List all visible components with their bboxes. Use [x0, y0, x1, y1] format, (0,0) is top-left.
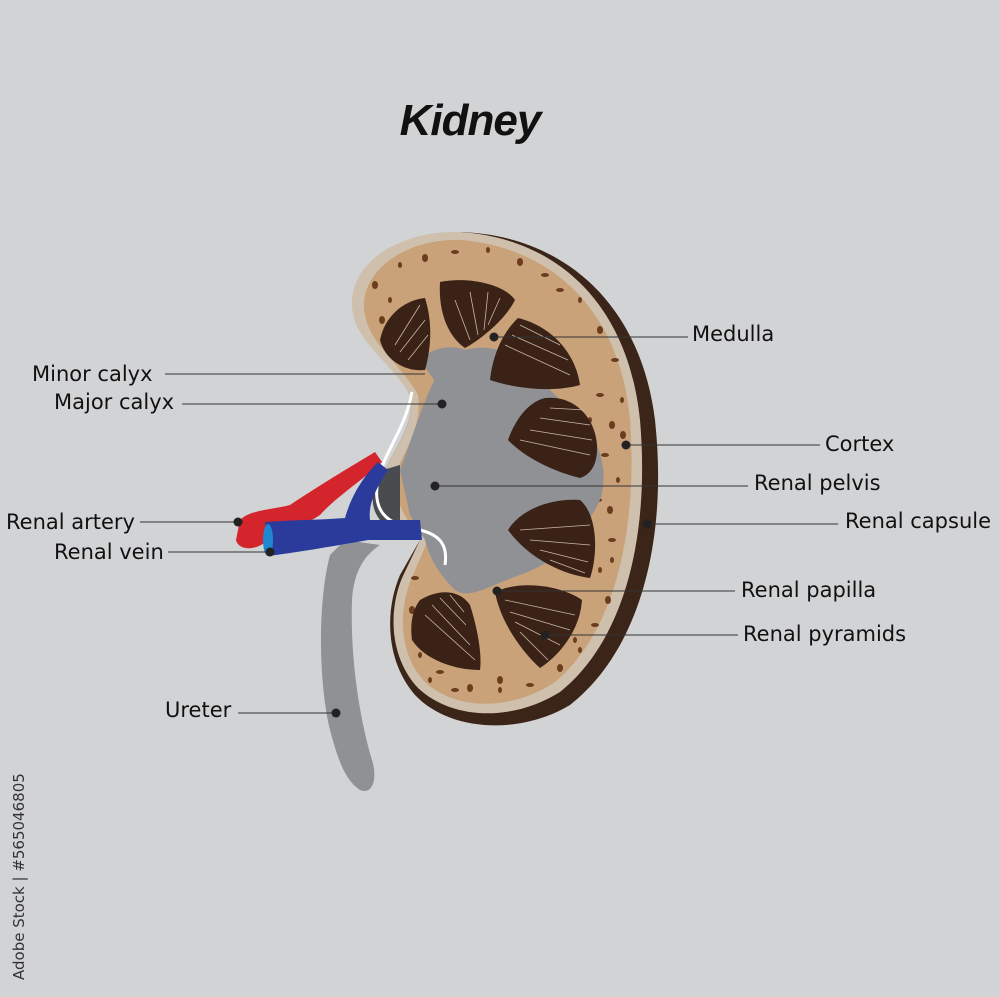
cortex-spot [601, 453, 609, 457]
cortex-spot [379, 316, 385, 324]
label-renal-capsule: Renal capsule [845, 509, 992, 533]
cortex-spot [596, 393, 604, 397]
label-renal-vein: Renal vein [54, 540, 164, 564]
cortex-spot [388, 297, 392, 303]
major-calyx-shape [420, 347, 490, 410]
pyramid-1 [380, 298, 431, 371]
cortex-spot [451, 250, 459, 254]
cortex-spot [398, 262, 402, 268]
cortex-spot [598, 567, 602, 573]
cortex-spot [591, 623, 599, 627]
renal-pyramids [380, 280, 598, 670]
dot-medulla [489, 332, 499, 342]
label-minor-calyx: Minor calyx [32, 362, 153, 386]
cortex-spot [578, 647, 582, 653]
leader-lines [140, 336, 838, 714]
pyramid-2 [439, 280, 515, 348]
cortex-spots [372, 247, 626, 693]
cortex-spot [573, 637, 577, 643]
label-renal-pelvis: Renal pelvis [754, 471, 881, 495]
dot-ureter [331, 708, 341, 718]
label-renal-artery: Renal artery [6, 510, 135, 534]
cortex-spot [451, 688, 459, 692]
dot-major-calyx [437, 399, 447, 409]
dot-renal-pelvis [430, 481, 440, 491]
label-major-calyx: Major calyx [54, 390, 175, 414]
label-renal-papilla: Renal papilla [741, 578, 877, 602]
cortex-spot [605, 596, 611, 604]
cortex-spot [608, 538, 616, 542]
label-ureter: Ureter [165, 698, 232, 722]
cortex-spot [616, 477, 620, 483]
stock-id-text: Adobe Stock | #565046805 [10, 773, 28, 980]
cortex-spot [610, 557, 614, 563]
cortex-spot [486, 247, 490, 253]
cortex-spot [620, 397, 624, 403]
cortex-spot [607, 506, 613, 514]
cortex-spot [556, 288, 564, 292]
label-medulla: Medulla [692, 322, 775, 346]
cortex-spot [498, 687, 502, 693]
cortex-spot [517, 258, 523, 266]
pyramid-striations [394, 291, 593, 661]
cortex-spot [541, 273, 549, 277]
dot-renal-capsule [642, 519, 652, 529]
dot-renal-artery [233, 517, 243, 527]
cortex-spot [497, 676, 503, 684]
cortex-spot [467, 684, 473, 692]
pyramid-6 [495, 585, 582, 668]
cortex-spot [557, 664, 563, 672]
pyramid-4 [508, 397, 598, 478]
pyramid-3 [490, 318, 580, 390]
cortex-spot [597, 326, 603, 334]
renal-vein-shape [265, 462, 422, 556]
cortex-spot [418, 652, 422, 658]
dot-renal-vein [265, 547, 275, 557]
dot-cortex [621, 440, 631, 450]
dot-renal-pyramids [540, 630, 550, 640]
cortex-spot [411, 576, 419, 580]
cortex-spot [578, 297, 582, 303]
cortex-spot [526, 683, 534, 687]
diagram-title: Kidney [399, 96, 542, 145]
dot-renal-papilla [492, 586, 502, 596]
label-cortex: Cortex [825, 432, 895, 456]
cortex-spot [436, 670, 444, 674]
cortex-spot [409, 606, 415, 614]
ureter-shape [321, 540, 380, 791]
cortex-spot [372, 281, 378, 289]
cortex-spot [611, 358, 619, 362]
leader-dots [233, 332, 652, 718]
cortex-spot [422, 254, 428, 262]
cortex-spot [609, 421, 615, 429]
cortex-spot [428, 677, 432, 683]
label-renal-pyramids: Renal pyramids [743, 622, 907, 646]
cortex-spot [620, 431, 626, 439]
